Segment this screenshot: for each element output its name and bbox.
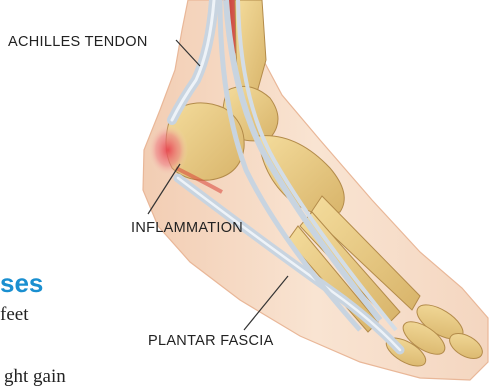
body-text-fragment-2: ght gain	[4, 366, 66, 388]
inflammation-label: INFLAMMATION	[131, 220, 243, 236]
body-text-fragment-1: feet	[0, 304, 28, 326]
inflammation-area	[148, 124, 188, 176]
plantar-fascia-label: PLANTAR FASCIA	[148, 333, 274, 349]
achilles-tendon-label: ACHILLES TENDON	[8, 34, 148, 50]
section-heading-fragment: ses	[0, 268, 43, 299]
